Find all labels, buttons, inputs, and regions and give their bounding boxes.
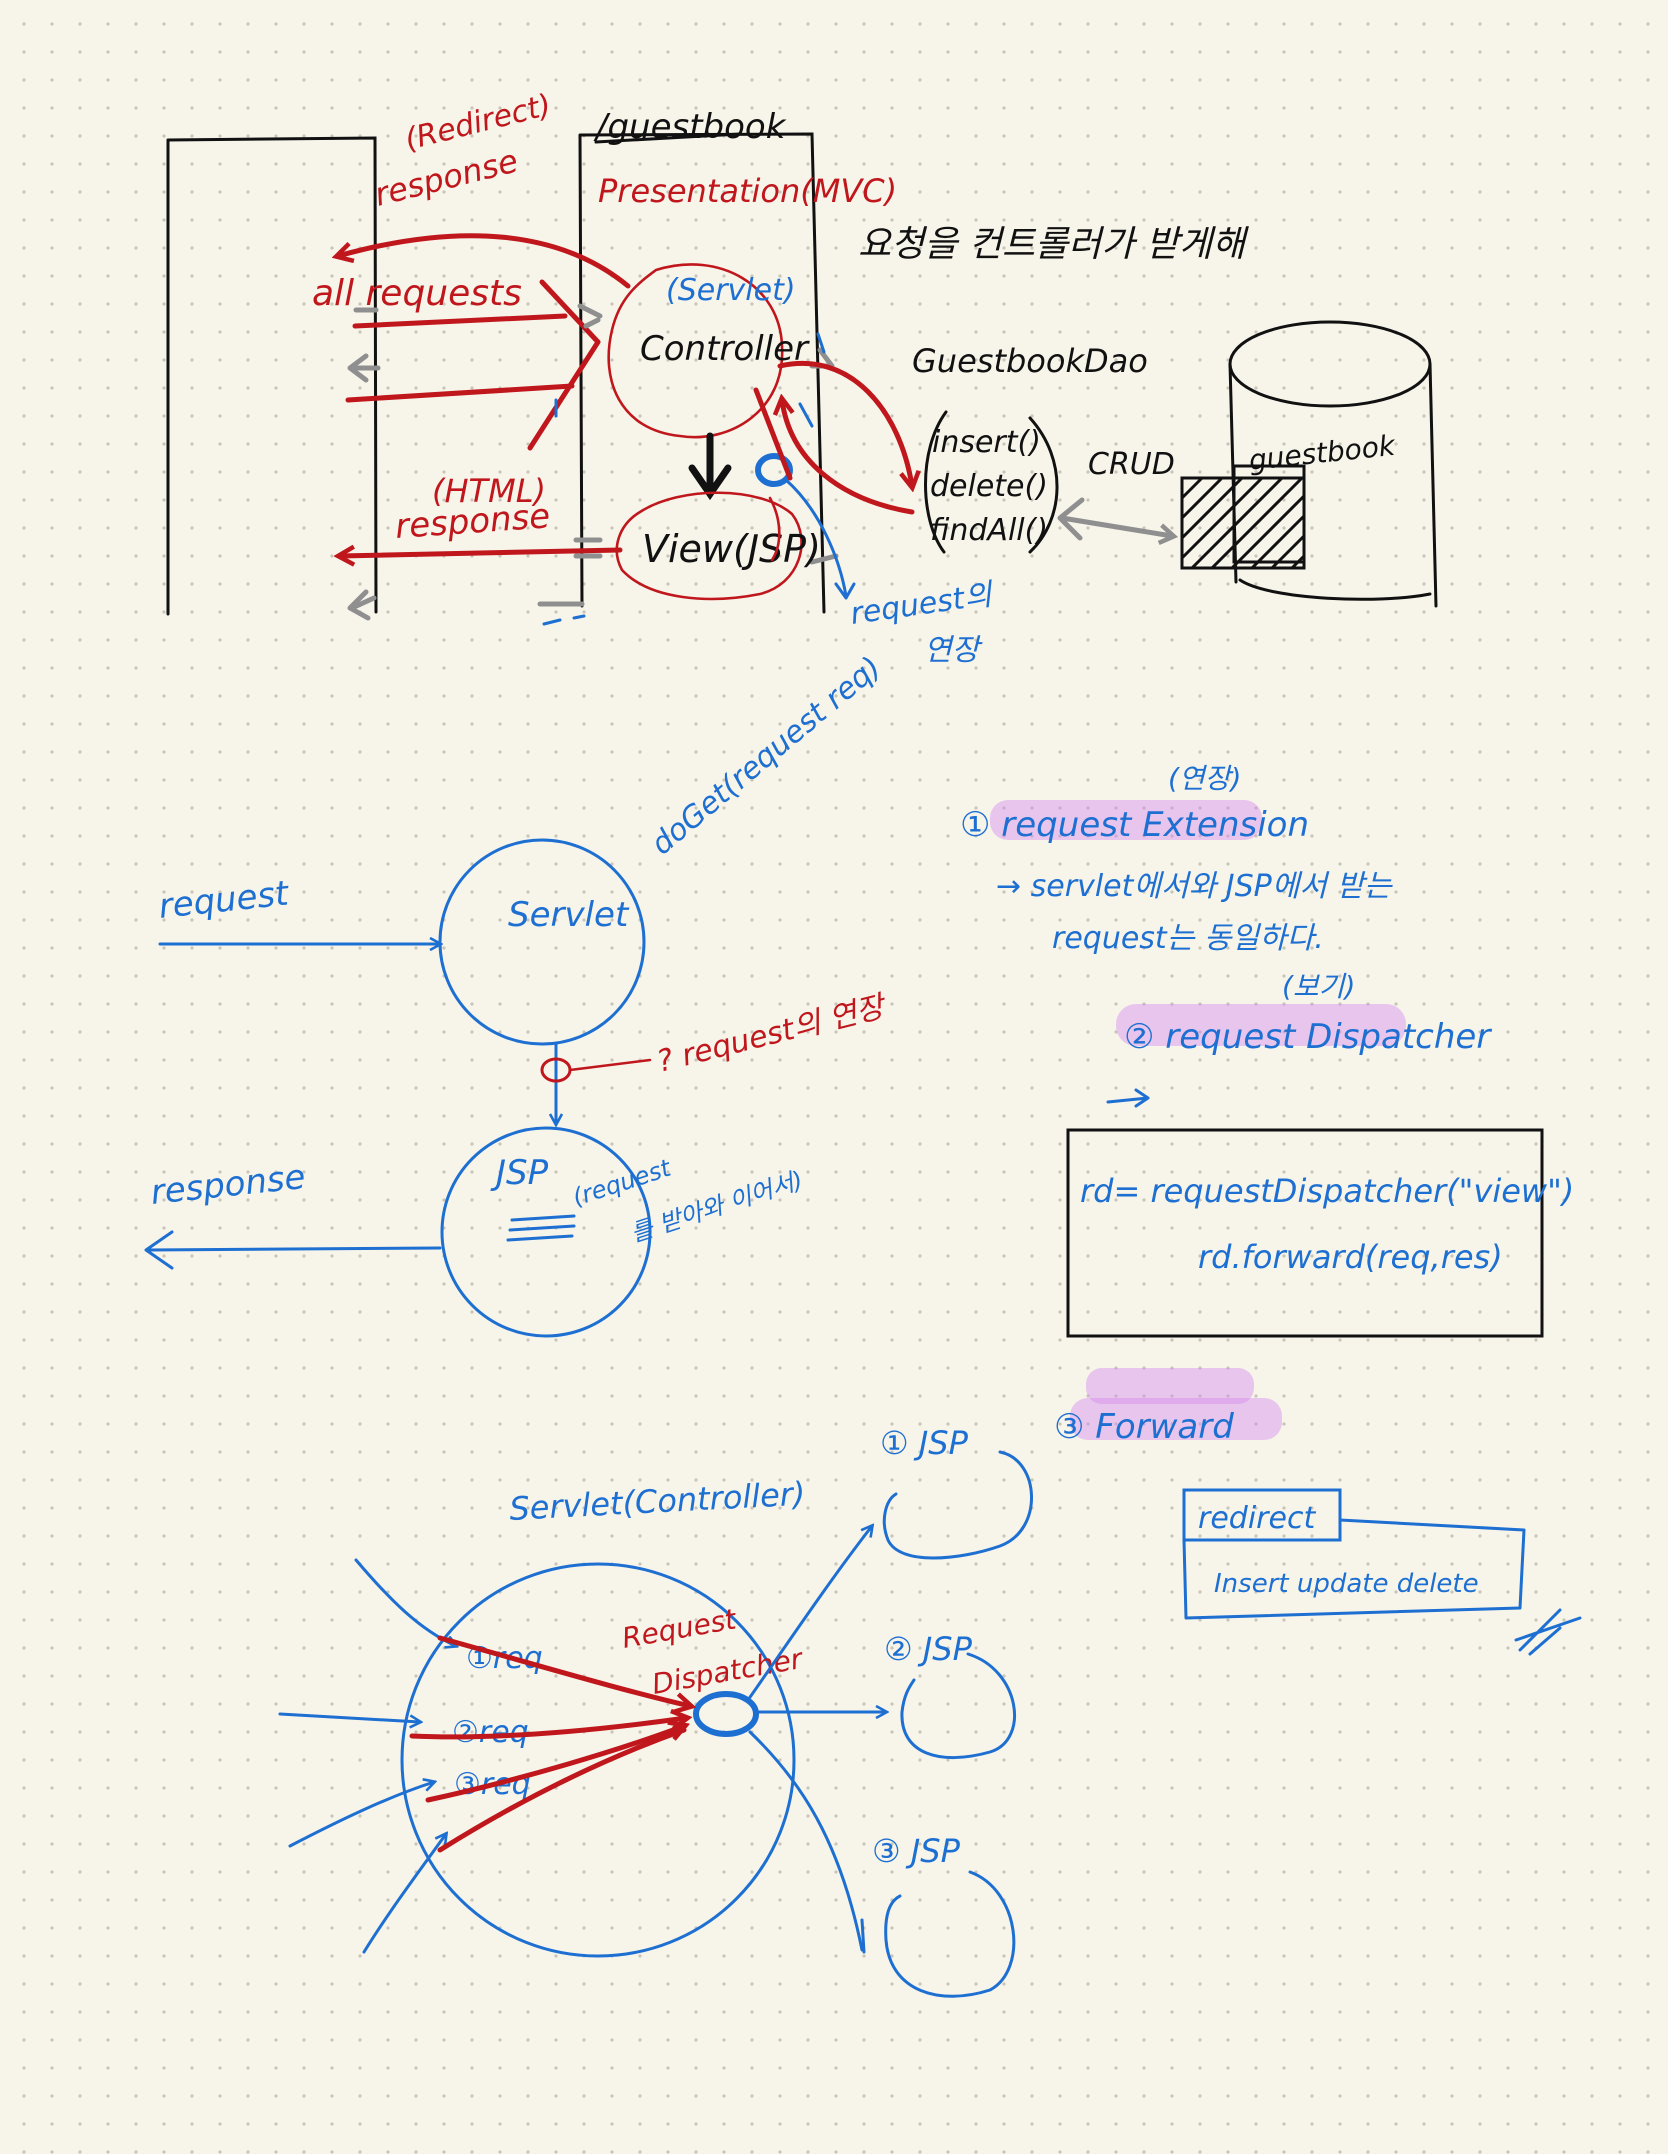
gray-arrow-2 <box>349 595 377 611</box>
controller-to-view-arrow <box>688 432 732 501</box>
layer-label: Presentation(MVC) <box>598 172 897 210</box>
incoming-request-3 <box>288 1782 434 1848</box>
dispatcher-node <box>693 1691 759 1737</box>
req-label-2: ②req <box>452 1715 529 1750</box>
servlet-controller-label: Servlet(Controller) <box>508 1475 806 1528</box>
redirect-box-outline <box>1182 1518 1526 1620</box>
request-arrow-1 <box>352 313 568 329</box>
client-box <box>166 136 378 616</box>
middle-diagram: doGet(request req) request Servlet ? req… <box>144 650 892 1338</box>
response-label: response <box>149 1157 308 1213</box>
red-request-line-2 <box>409 1718 686 1740</box>
jsp-circle <box>440 1126 652 1338</box>
db-table-label: guestbook <box>1247 429 1398 477</box>
redirect-arrow <box>338 233 631 289</box>
code-line1: rd= requestDispatcher("view") <box>1080 1172 1574 1210</box>
question-note: ? request의 연장 <box>653 988 891 1079</box>
doget-label: doGet(request req) <box>645 650 888 862</box>
request-extension-note-1: request의 <box>848 577 996 632</box>
view-label: View(JSP) <box>642 527 821 571</box>
code-line2: rd.forward(req,res) <box>1198 1238 1503 1276</box>
dao-method-findall: findAll() <box>930 513 1048 548</box>
redirect-box <box>1182 1488 1342 1542</box>
code-box <box>1066 1128 1544 1338</box>
request-label: request <box>157 873 292 927</box>
controller-label: Controller <box>640 329 810 369</box>
incoming-request-1 <box>354 1558 456 1646</box>
top-diagram: /guestbook Presentation(MVC) 요청을 컨트롤러가 받… <box>166 88 1438 668</box>
dao-bracket-left <box>924 410 948 554</box>
servlet-label: Servlet <box>508 895 630 935</box>
servlet-controller-circle <box>400 1562 796 1958</box>
red-request-line-3 <box>425 1726 684 1803</box>
view-circle <box>615 491 803 601</box>
html-response-label: response <box>394 496 552 547</box>
incoming-request-2 <box>278 1712 420 1722</box>
dao-label: GuestbookDao <box>912 342 1148 380</box>
jsp-target-2 <box>900 1652 1016 1760</box>
incoming-request-4 <box>362 1834 446 1954</box>
redirect-label: (Redirect) <box>401 88 554 158</box>
note2-title: ② request Dispatcher <box>1124 1017 1492 1057</box>
note1-line1: → servlet에서와 JSP에서 받는 <box>996 869 1393 904</box>
crud-arrow <box>1059 515 1179 546</box>
all-requests-label: all requests <box>312 273 522 314</box>
note1-paren: (연장) <box>1168 762 1241 795</box>
servlet-circle <box>438 838 646 1046</box>
dao-bracket-right <box>1028 416 1059 554</box>
db-table-hatch <box>1180 464 1306 570</box>
servlet-label: (Servlet) <box>666 273 796 308</box>
jsp-target-3 <box>884 1870 1016 1998</box>
redirect-sub-label: Insert update delete <box>1214 1569 1479 1599</box>
jsp-target-1-label: ① JSP <box>880 1424 969 1462</box>
note2-paren: (보기) <box>1282 970 1355 1003</box>
html-label: (HTML) <box>432 472 546 510</box>
dao-method-insert: insert() <box>932 425 1041 460</box>
dispatcher-label-1: Request <box>619 1602 739 1655</box>
notes: (연장) ① request Extension → servlet에서와 JS… <box>960 762 1582 1656</box>
jsp-label: JSP <box>490 1153 549 1193</box>
jsp-target-3-label: ③ JSP <box>872 1832 961 1870</box>
bottom-diagram: Servlet(Controller) ①req ②req ③req Reque… <box>278 1424 1033 1998</box>
request-extension-note-2: 연장 <box>924 633 984 668</box>
redirect-box-label: redirect <box>1198 1501 1316 1536</box>
controller-to-dao-arrow <box>777 360 912 486</box>
redirect-response-label: response <box>371 142 522 214</box>
korean-note: 요청을 컨트롤러가 받게해 <box>858 224 1249 265</box>
response-arrow <box>146 1246 442 1252</box>
jsp-target-1 <box>882 1450 1033 1560</box>
note3-title: ③ Forward <box>1054 1407 1234 1447</box>
forward-arrow-3 <box>748 1730 864 1952</box>
request-arrow-2 <box>345 383 575 403</box>
jsp-target-2-label: ② JSP <box>884 1630 973 1668</box>
html-response-arrow <box>340 550 623 556</box>
note1-line2: request는 동일하다. <box>1052 921 1324 956</box>
request-extension-marker <box>755 453 793 487</box>
forward-arrow-1 <box>746 1526 872 1702</box>
dao-to-controller-arrow <box>782 400 915 515</box>
crud-label: CRUD <box>1088 447 1175 482</box>
red-request-line-1 <box>437 1635 690 1706</box>
dao-method-delete: delete() <box>930 469 1048 504</box>
note1-title: ① request Extension <box>960 805 1309 845</box>
